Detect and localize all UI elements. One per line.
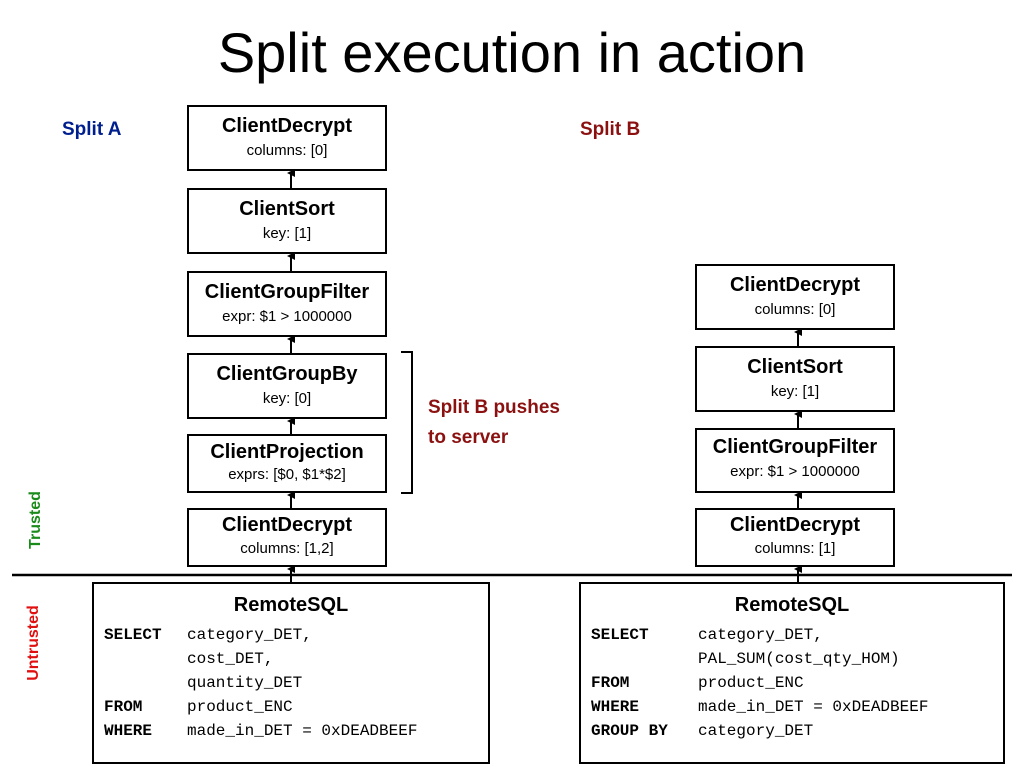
sql-keyword: WHERE (591, 698, 640, 716)
split-b-remote-sql: RemoteSQL SELECT category_DET, PAL_SUM(co… (579, 582, 1005, 764)
sql-keyword: WHERE (104, 722, 153, 740)
sql-text: category_DET, (698, 626, 823, 644)
node-param: columns: [1] (754, 540, 836, 557)
sql-keyword: FROM (591, 674, 630, 692)
node-param: expr: $1 > 1000000 (730, 463, 860, 480)
split-b-bracket (401, 351, 413, 494)
note-split-ref: Split B (428, 397, 489, 418)
node-param: expr: $1 > 1000000 (222, 308, 352, 325)
node-param: key: [1] (770, 383, 820, 400)
slide-title: Split execution in action (217, 21, 807, 84)
remote-sql-title: RemoteSQL (734, 594, 850, 616)
node-param: columns: [0] (754, 301, 836, 318)
node-param: columns: [1,2] (240, 540, 334, 557)
sql-text: category_DET, (187, 626, 312, 644)
split-a-node-client-group-by: ClientGroupBy key: [0] (187, 353, 387, 419)
split-a-label: Split A (62, 119, 122, 140)
sql-text: product_ENC (698, 674, 804, 692)
split-b-label: Split B (580, 119, 641, 140)
node-name: ClientGroupFilter (204, 281, 370, 303)
sql-line: SELECT category_DET, (591, 623, 928, 647)
sql-keyword: SELECT (591, 626, 649, 644)
node-name: ClientProjection (210, 441, 364, 463)
node-param: key: [0] (262, 390, 312, 407)
sql-text: product_ENC (187, 698, 293, 716)
sql-query: SELECT category_DET, PAL_SUM(cost_qty_HOM… (591, 623, 928, 743)
sql-text: made_in_DET = 0xDEADBEEF (187, 722, 418, 740)
sql-line: GROUP BY category_DET (591, 719, 928, 743)
remote-sql-title: RemoteSQL (233, 594, 349, 616)
node-name: ClientDecrypt (729, 514, 861, 536)
note-line-1: Split B pushes (428, 393, 560, 423)
sql-line: FROM product_ENC (591, 671, 928, 695)
node-name: ClientGroupFilter (712, 436, 878, 458)
sql-line: FROM product_ENC (104, 695, 417, 719)
sql-text: PAL_SUM(cost_qty_HOM) (698, 650, 900, 668)
node-param: exprs: [$0, $1*$2] (228, 466, 346, 483)
split-a-remote-sql: RemoteSQL SELECT category_DET, cost_DET, … (92, 582, 490, 764)
node-param: key: [1] (262, 225, 312, 242)
note-line-1-rest: pushes (488, 397, 560, 418)
sql-line: WHERE made_in_DET = 0xDEADBEEF (591, 695, 928, 719)
sql-text: quantity_DET (187, 674, 303, 692)
node-param: columns: [0] (246, 142, 328, 159)
sql-line: PAL_SUM(cost_qty_HOM) (591, 647, 928, 671)
sql-text: category_DET (698, 722, 814, 740)
split-b-node-client-group-filter: ClientGroupFilter expr: $1 > 1000000 (695, 428, 895, 493)
node-name: ClientDecrypt (221, 514, 353, 536)
sql-keyword: FROM (104, 698, 143, 716)
split-a-node-client-decrypt-bottom: ClientDecrypt columns: [1,2] (187, 508, 387, 567)
node-name: ClientDecrypt (221, 115, 353, 137)
sql-line: quantity_DET (104, 671, 417, 695)
note-line-2: to server (428, 427, 509, 448)
node-name: ClientSort (239, 198, 335, 220)
sql-keyword: GROUP BY (591, 722, 668, 740)
split-a-node-client-sort: ClientSort key: [1] (187, 188, 387, 254)
sql-text: cost_DET, (187, 650, 274, 668)
sql-line: SELECT category_DET, (104, 623, 417, 647)
sql-keyword: SELECT (104, 626, 162, 644)
node-name: ClientSort (747, 356, 843, 378)
sql-query: SELECT category_DET, cost_DET, quantity_D… (104, 623, 417, 743)
pushes-to-server-note: Split B pushes to server (428, 393, 560, 453)
sql-line: cost_DET, (104, 647, 417, 671)
node-name: ClientGroupBy (216, 363, 358, 385)
node-name: ClientDecrypt (729, 274, 861, 296)
sql-line: WHERE made_in_DET = 0xDEADBEEF (104, 719, 417, 743)
sql-text: made_in_DET = 0xDEADBEEF (698, 698, 929, 716)
split-a-node-client-group-filter: ClientGroupFilter expr: $1 > 1000000 (187, 271, 387, 337)
